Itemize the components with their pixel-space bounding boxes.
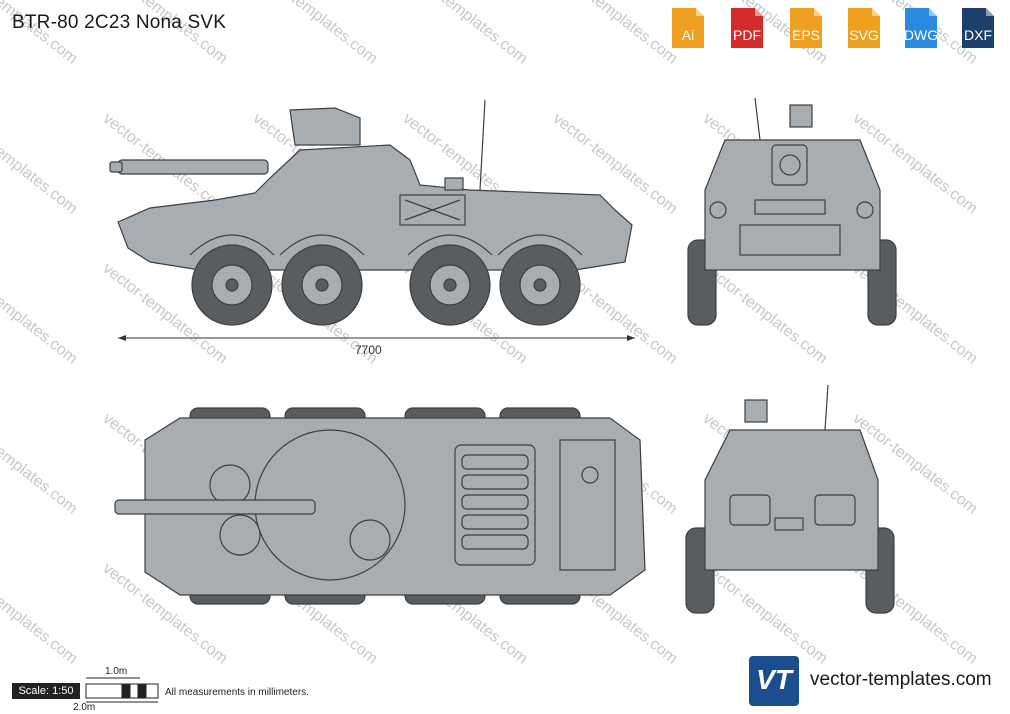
format-eps-button[interactable]: EPS	[788, 6, 824, 50]
format-label: SVG	[849, 27, 879, 43]
format-label: EPS	[791, 27, 820, 43]
format-label: PDF	[733, 27, 761, 43]
format-svg-button[interactable]: SVG	[846, 6, 882, 50]
logo-text: VT	[756, 664, 792, 695]
scale-mark-2m: 2.0m	[73, 702, 96, 713]
dimension-line	[118, 335, 635, 341]
format-ai-button[interactable]: Ai	[670, 6, 706, 50]
format-pdf-button[interactable]: PDF	[729, 6, 765, 50]
length-dimension: 7700	[355, 343, 382, 357]
scale-label: Scale: 1:50	[12, 683, 80, 699]
file-icon	[905, 8, 937, 48]
site-logo[interactable]: VT	[749, 656, 799, 706]
format-label: DWG	[903, 27, 939, 43]
side-view	[109, 99, 633, 326]
scale-mark-1m: 1.0m	[105, 666, 128, 677]
page-title: BTR-80 2C23 Nona SVK	[12, 12, 227, 33]
format-label: DXF	[964, 27, 992, 43]
rear-view	[685, 384, 895, 614]
measurement-note: All measurements in millimeters.	[165, 687, 309, 698]
site-link[interactable]: vector-templates.com	[810, 669, 992, 690]
scale-bar	[85, 677, 159, 703]
file-icon	[731, 8, 763, 48]
format-label: Ai	[681, 27, 695, 43]
file-icon	[790, 8, 822, 48]
file-icon	[848, 8, 880, 48]
top-view	[114, 407, 646, 605]
format-dxf-button[interactable]: DXF	[960, 6, 996, 50]
file-icon	[672, 8, 704, 48]
front-view	[687, 97, 897, 326]
format-dwg-button[interactable]: DWG	[903, 6, 939, 50]
file-icon	[962, 8, 994, 48]
